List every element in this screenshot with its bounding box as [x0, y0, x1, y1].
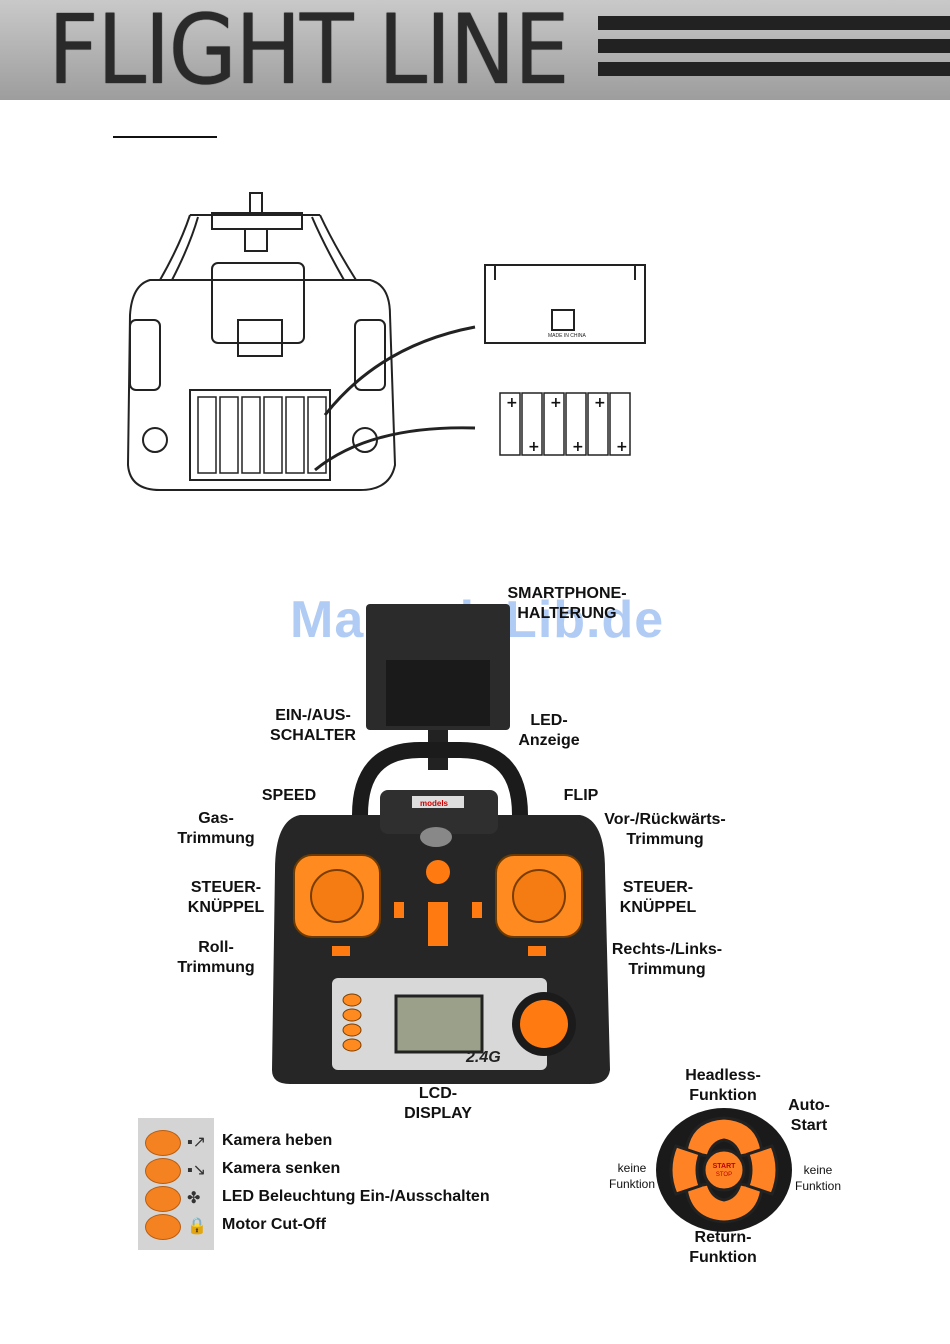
legend-row: ▪↗ Kamera heben	[145, 1130, 525, 1156]
svg-text:START: START	[713, 1163, 737, 1170]
svg-text:+: +	[506, 395, 518, 411]
svg-text:+: +	[550, 395, 562, 411]
label-no-function-right: keine Funktion	[794, 1163, 842, 1193]
orange-button-icon	[145, 1186, 181, 1212]
svg-text:MADE IN CHINA: MADE IN CHINA	[548, 333, 586, 339]
led-light-icon: ✤	[187, 1190, 201, 1207]
start-stop-button-detail: START STOP	[656, 1108, 792, 1232]
label-forward-trim: Vor-/Rückwärts- Trimmung	[604, 811, 726, 848]
transmitter-back-drawing: + + + + + + MADE IN CHINA	[126, 192, 646, 491]
section-underline	[113, 136, 217, 138]
label-headless: Headless- Funktion	[685, 1067, 761, 1104]
label-no-function-left: keine Funktion	[608, 1161, 656, 1191]
camera-up-icon: ▪↗	[187, 1134, 207, 1151]
lock-icon: 🔒	[187, 1218, 207, 1235]
svg-text:STOP: STOP	[716, 1172, 732, 1178]
svg-text:models: models	[420, 799, 449, 808]
camera-down-icon: ▪↘	[187, 1162, 207, 1179]
label-led: LED- Anzeige	[518, 712, 580, 749]
label-smartphone-holder: SMARTPHONE- HALTERUNG	[507, 585, 627, 622]
legend-row: ✤ LED Beleuchtung Ein-/Ausschalten	[145, 1186, 525, 1212]
label-auto-start: Auto- Start	[788, 1097, 830, 1134]
label-speed: SPEED	[261, 787, 317, 804]
label-power-switch: EIN-/AUS- SCHALTER	[270, 707, 356, 744]
label-gas-trim: Gas- Trimmung	[177, 810, 255, 847]
brand-title: FLIGHT LINE	[48, 0, 570, 106]
orange-button-icon	[145, 1130, 181, 1156]
orange-button-icon	[145, 1214, 181, 1240]
svg-text:+: +	[616, 439, 628, 455]
legend-row: 🔒 Motor Cut-Off	[145, 1214, 525, 1240]
label-roll-trim: Roll- Trimmung	[177, 939, 255, 976]
orange-button-icon	[145, 1158, 181, 1184]
label-stick-left: STEUER- KNÜPPEL	[187, 879, 265, 916]
controller-illustration: models 2.4G	[272, 604, 610, 1084]
header-stripes	[598, 16, 950, 85]
svg-text:+: +	[594, 395, 606, 411]
label-lcd: LCD- DISPLAY	[404, 1085, 472, 1122]
label-side-trim: Rechts-/Links- Trimmung	[611, 941, 723, 978]
svg-text:2.4G: 2.4G	[465, 1049, 501, 1066]
label-flip: FLIP	[563, 787, 599, 804]
svg-text:+: +	[528, 439, 540, 455]
svg-text:+: +	[572, 439, 584, 455]
legend-row: ▪↘ Kamera senken	[145, 1158, 525, 1184]
label-return: Return- Funktion	[689, 1229, 757, 1266]
label-stick-right: STEUER- KNÜPPEL	[619, 879, 697, 916]
header-banner: FLIGHT LINE	[0, 0, 950, 106]
